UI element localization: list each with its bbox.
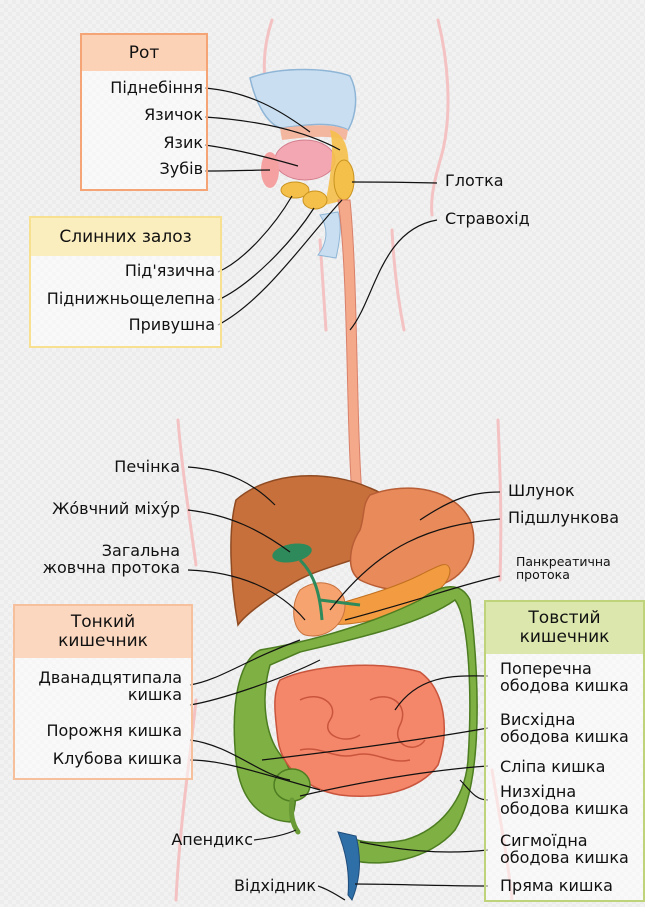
label-esophagus: Стравохід xyxy=(445,210,530,228)
label-cecum: Сліпа кишка xyxy=(500,758,605,776)
small-intestine-group-header: Тонкий кишечник xyxy=(15,606,191,658)
label-jejunum: Порожня кишка xyxy=(46,722,182,740)
tongue xyxy=(275,140,335,180)
label-tongue: Язик xyxy=(163,134,203,152)
label-submandibular: Піднижньощелепна xyxy=(47,290,215,308)
label-appendix: Апендикс xyxy=(171,831,253,849)
label-sublingual: Під'язична xyxy=(125,262,215,280)
descending-colon-line2: ободова кишка xyxy=(500,800,629,817)
label-ileum: Клубова кишка xyxy=(53,750,182,768)
common-bile-duct-line2: жовчна протока xyxy=(43,559,180,576)
label-transverse-colon: Поперечна ободова кишка xyxy=(500,660,629,694)
label-uvula: Язичок xyxy=(144,106,203,124)
descending-colon-line1: Низхідна xyxy=(500,783,629,800)
label-sigmoid-colon: Сигмоїдна ободова кишка xyxy=(500,832,629,866)
label-teeth: Зубів xyxy=(160,160,203,178)
abdominal-organs xyxy=(231,476,477,900)
duodenum-shape xyxy=(294,583,345,636)
salivary-group-title: Слинних залоз xyxy=(59,228,191,247)
label-common-bile-duct: Загальна жовчна протока xyxy=(43,542,180,576)
submandibular-gland xyxy=(303,191,327,209)
duodenum-line1: Дванадцятипала xyxy=(38,669,182,686)
label-parotid: Привушна xyxy=(129,316,215,334)
sigmoid-colon-line2: ободова кишка xyxy=(500,849,629,866)
pancreatic-duct-line2: протока xyxy=(516,568,611,581)
small-intestine-title-line2: кишечник xyxy=(58,632,148,651)
mouth-group-title: Рот xyxy=(129,44,160,63)
label-duodenum: Дванадцятипала кишка xyxy=(38,669,182,703)
label-pancreatic-duct: Панкреатична протока xyxy=(516,555,611,581)
duodenum-line2: кишка xyxy=(38,686,182,703)
large-intestine-group-header: Товстий кишечник xyxy=(486,602,643,654)
sigmoid-colon-line1: Сигмоїдна xyxy=(500,832,629,849)
label-ascending-colon: Висхідна ободова кишка xyxy=(500,711,629,745)
label-liver: Печінка xyxy=(114,458,180,476)
transverse-colon-line2: ободова кишка xyxy=(500,677,629,694)
small-intestine-title-line1: Тонкий xyxy=(71,613,135,632)
ascending-colon-line1: Висхідна xyxy=(500,711,629,728)
large-intestine-title-line2: кишечник xyxy=(520,628,610,647)
label-pharynx: Глотка xyxy=(445,172,504,190)
salivary-group-header: Слинних залоз xyxy=(31,218,220,256)
parotid-gland xyxy=(334,160,354,200)
transverse-colon-line1: Поперечна xyxy=(500,660,629,677)
label-anus: Відхідник xyxy=(234,877,316,895)
label-palate: Піднебіння xyxy=(110,79,203,97)
trachea xyxy=(318,212,340,258)
label-rectum: Пряма кишка xyxy=(500,877,613,895)
nasal-cavity xyxy=(250,70,356,131)
head-organs xyxy=(250,70,356,259)
esophagus-shape xyxy=(338,200,362,495)
label-stomach: Шлунок xyxy=(508,482,575,500)
large-intestine-title-line1: Товстий xyxy=(528,609,600,628)
label-pancreas: Підшлункова xyxy=(508,509,619,527)
stomach-shape xyxy=(351,488,474,590)
rectum-shape xyxy=(338,832,359,900)
label-descending-colon: Низхідна ободова кишка xyxy=(500,783,629,817)
label-gallbladder: Жо́вчний міху́р xyxy=(52,500,180,518)
common-bile-duct-line1: Загальна xyxy=(43,542,180,559)
mouth-group-header: Рот xyxy=(82,35,206,71)
ascending-colon-line2: ободова кишка xyxy=(500,728,629,745)
